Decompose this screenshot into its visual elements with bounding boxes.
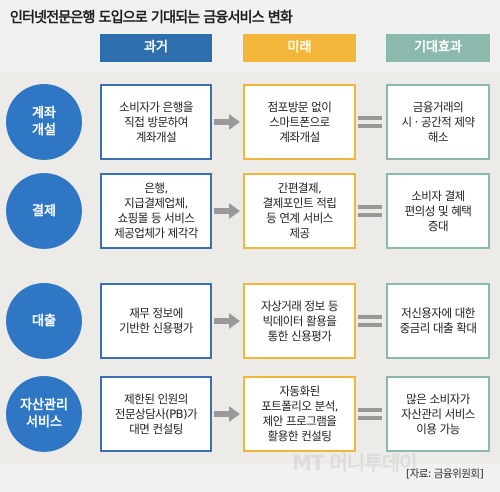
future-box: 점포방문 없이 스마트폰으로 계좌개설 — [243, 84, 356, 160]
future-box: 자동화된 포트폴리오 분석, 제안 프로그램을 활용한 컨설팅 — [243, 376, 356, 452]
future-box: 간편결제, 결제포인트 적립 등 연계 서비스 제공 — [243, 173, 356, 249]
source-note: [자료: 금융위원회] — [406, 468, 484, 480]
arrow-right-icon — [214, 114, 240, 130]
equals-icon — [358, 116, 382, 128]
row-label-circle: 자산관리 서비스 — [6, 376, 82, 452]
equals-icon — [358, 408, 382, 420]
effect-box: 저신용자에 대한 중금리 대출 확대 — [386, 283, 490, 359]
header-future: 미래 — [243, 34, 356, 62]
arrow-right-icon — [214, 203, 240, 219]
arrow-right-icon — [214, 313, 240, 329]
row-label-circle: 대출 — [6, 283, 82, 359]
equals-icon — [358, 315, 382, 327]
effect-box: 소비자 결제 편의성 및 혜택 증대 — [386, 173, 490, 249]
effect-box: 많은 소비자가 자산관리 서비스 이용 가능 — [386, 376, 490, 452]
effect-box: 금융거래의 시 · 공간적 제약 해소 — [386, 84, 490, 160]
equals-icon — [358, 205, 382, 217]
row-label-circle: 계좌 개설 — [6, 84, 82, 160]
past-box: 소비자가 은행을 직접 방문하여 계좌개설 — [100, 84, 212, 160]
watermark-logo: MT 머니투데이 — [292, 451, 418, 475]
row-label-circle: 결제 — [6, 173, 82, 249]
diagram-title: 인터넷전문은행 도입으로 기대되는 금융서비스 변화 — [10, 10, 293, 26]
past-box: 은행, 지급결제업체, 쇼핑몰 등 서비스 제공업체가 제각각 — [100, 173, 212, 249]
past-box: 제한된 인원의 전문상담사(PB)가 대면 컨설팅 — [100, 376, 212, 452]
past-box: 재무 정보에 기반한 신용평가 — [100, 283, 212, 359]
header-past: 과거 — [100, 34, 212, 62]
header-effect: 기대효과 — [386, 34, 490, 62]
arrow-right-icon — [214, 406, 240, 422]
future-box: 자상거래 정보 등 빅데이터 활용을 통한 신용평가 — [243, 283, 356, 359]
